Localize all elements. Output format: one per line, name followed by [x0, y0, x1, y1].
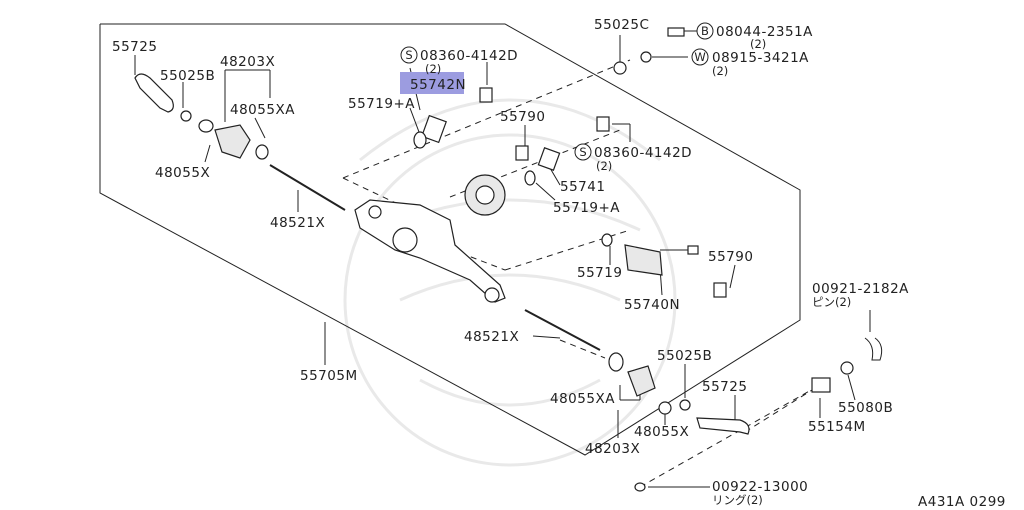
badge-s-top: S [400, 46, 418, 64]
bolt-55790-mid [713, 282, 727, 298]
label-55725-low[interactable]: 55725 [702, 379, 747, 395]
highlight-55742n [400, 72, 464, 94]
label-08044[interactable]: 08044-2351A [716, 24, 813, 40]
label-55705m[interactable]: 55705M [300, 368, 358, 384]
ring-00922 [634, 482, 646, 492]
label-55719[interactable]: 55719 [577, 265, 622, 281]
svg-text:S: S [405, 48, 412, 62]
washer-55025c [613, 61, 627, 75]
sensor-unit [464, 174, 506, 216]
label-48055x-top[interactable]: 48055X [155, 165, 210, 181]
svg-text:W: W [694, 50, 705, 64]
label-08360-mid[interactable]: 08360-4142D [594, 145, 692, 161]
label-48203x-top[interactable]: 48203X [220, 54, 275, 70]
label-55740n[interactable]: 55740N [624, 297, 680, 313]
badge-s-mid: S [574, 143, 592, 161]
assembly-outline [99, 23, 801, 456]
label-08360-top-qty: (2) [425, 62, 441, 76]
label-55719a-top[interactable]: 55719+A [348, 96, 415, 112]
rod-48521x-low [524, 309, 601, 351]
clip-48055xa-low [608, 352, 624, 372]
bolt-55790-top [515, 145, 529, 161]
nut-55025b-low [679, 399, 691, 411]
label-48055xa-top[interactable]: 48055XA [230, 102, 295, 118]
clip-48055xa-top [255, 144, 269, 160]
oring-55719 [601, 233, 613, 247]
label-08044-qty: (2) [750, 37, 766, 51]
label-55742n[interactable]: 55742N [410, 77, 466, 93]
label-55025b-top[interactable]: 55025B [160, 68, 215, 84]
svg-text:S: S [579, 145, 586, 159]
label-08915[interactable]: 08915-3421A [712, 50, 809, 66]
badge-b: B [696, 22, 714, 40]
label-55725-top[interactable]: 55725 [112, 39, 157, 55]
label-08360-top[interactable]: 08360-4142D [420, 48, 518, 64]
tie-rod-end-low [696, 417, 750, 435]
part-labels: 55725 55025B 48203X 48055XA 48055X 48521… [112, 17, 1006, 510]
tie-rod-end-top [134, 73, 174, 113]
label-55719a-mid[interactable]: 55719+A [553, 200, 620, 216]
label-48521x-low[interactable]: 48521X [464, 329, 519, 345]
svg-text:B: B [701, 24, 709, 38]
label-55790-mid[interactable]: 55790 [708, 249, 753, 265]
bolt-top [479, 87, 493, 103]
bolt-b08044 [667, 27, 685, 37]
label-00922[interactable]: 00922-13000 [712, 479, 808, 495]
oring-55719a-top [413, 131, 427, 149]
label-55080b[interactable]: 55080B [838, 400, 893, 416]
label-48055x-low[interactable]: 48055X [634, 424, 689, 440]
label-55741[interactable]: 55741 [560, 179, 605, 195]
adjuster-55154m [811, 377, 831, 393]
clamp-48055x-top [198, 119, 214, 133]
pin-00921 [864, 337, 883, 361]
label-55154m[interactable]: 55154M [808, 419, 866, 435]
dashed-leaders [342, 59, 821, 488]
label-00921-sub: ピン(2) [812, 295, 851, 309]
badge-w: W [691, 48, 709, 66]
watermark-logo [343, 98, 677, 467]
label-55025b-low[interactable]: 55025B [657, 348, 712, 364]
rod-48521x-top [269, 164, 346, 211]
label-00921[interactable]: 00921-2182A [812, 281, 909, 297]
clamp-48055x-low [658, 401, 672, 415]
gasket-55741 [537, 147, 561, 171]
gasket-55742n [421, 114, 447, 144]
oring-55719a-mid [524, 170, 536, 186]
label-55025c[interactable]: 55025C [594, 17, 649, 33]
washer-w08915 [640, 51, 652, 63]
leader-lines [134, 30, 871, 488]
nut-55080b [840, 361, 854, 375]
bolt-s08360-mid [596, 116, 610, 132]
label-48203x-low[interactable]: 48203X [585, 441, 640, 457]
label-55790-top[interactable]: 55790 [500, 109, 545, 125]
boot-48203x-low [627, 365, 656, 397]
label-48521x-top[interactable]: 48521X [270, 215, 325, 231]
label-00922-sub: リング(2) [712, 493, 763, 507]
label-48055xa-low[interactable]: 48055XA [550, 391, 615, 407]
footer-code: A431A 0299 [918, 494, 1006, 510]
label-08360-mid-qty: (2) [596, 159, 612, 173]
label-08915-qty: (2) [712, 64, 728, 78]
motor-55740n [624, 244, 699, 276]
gear-housing-55705m [354, 199, 506, 303]
nut-55025b-top [180, 110, 192, 122]
boot-48203x-top [214, 124, 251, 159]
